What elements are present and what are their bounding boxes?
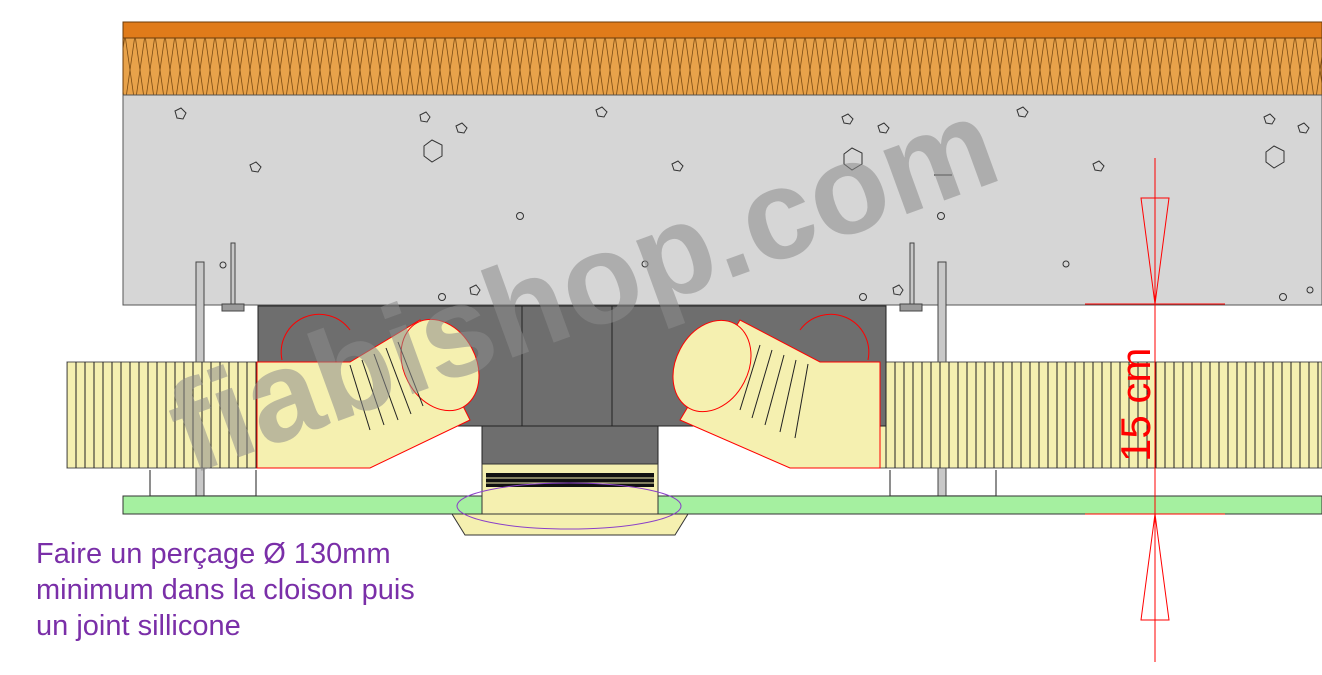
right-duct-bend [672,313,881,469]
right-duct-rings [880,362,1322,468]
concrete-aggregate [174,106,1314,301]
note-line-2: minimum dans la cloison puis [36,574,415,606]
plasterboard-ceiling [122,495,1322,515]
insulation-hatch [123,38,1322,95]
roof-membrane [122,21,1322,39]
installation-note: Faire un perçage Ø 130mm minimum dans la… [36,536,415,644]
left-duct-rings [67,362,257,468]
dimension-label: 15 cm [1112,348,1159,462]
note-line-3: un joint sillicone [36,610,241,642]
air-diffuser [451,463,689,536]
concrete-slab [122,94,1322,306]
note-line-1: Faire un perçage Ø 130mm [36,538,391,570]
plenum-neck [481,425,659,465]
left-duct-bend [256,313,480,469]
dimension-indicator [1085,158,1225,662]
